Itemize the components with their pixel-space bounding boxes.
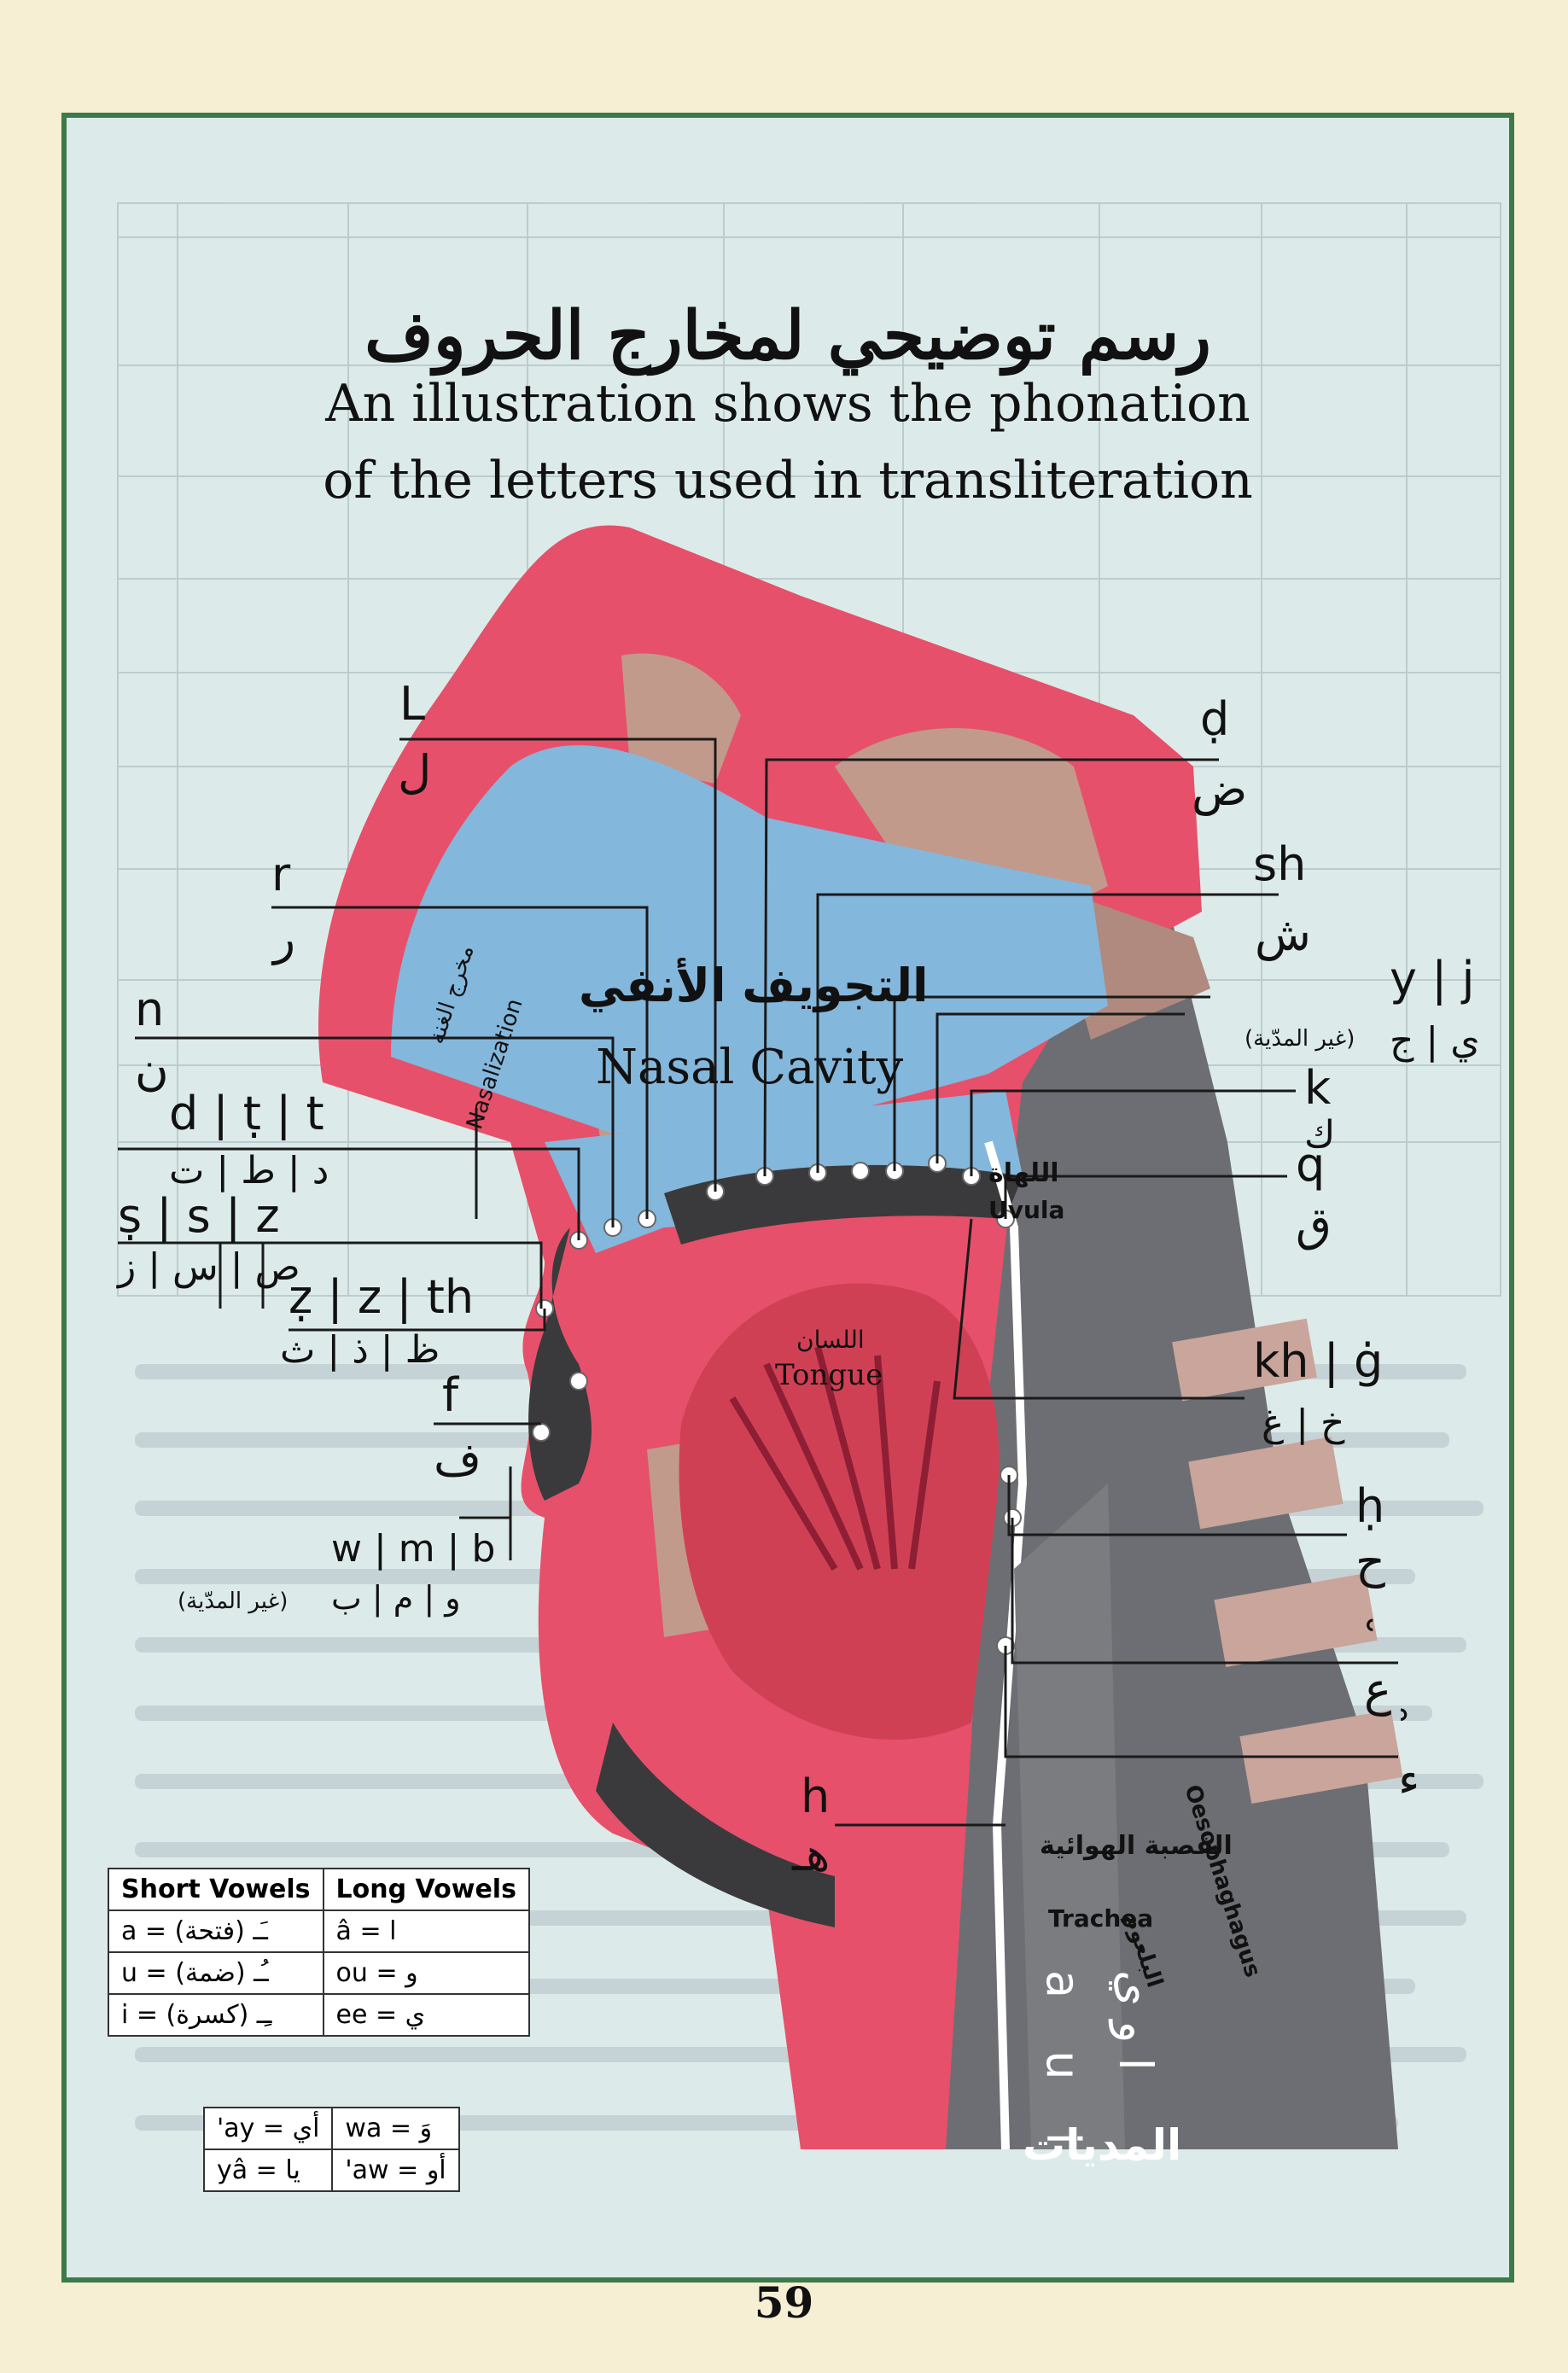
letter-r-latin: r (271, 848, 291, 901)
letters-d-t-t-latin: d | ṭ | t (169, 1087, 324, 1140)
diphthongs-table: 'ay = أي wa = وَ yâ = يا 'aw = أو (202, 2107, 460, 2192)
letter-L-arabic: ل (398, 745, 432, 799)
vowels-table: Short Vowels Long Vowels a = ـَـ (فتحة) … (108, 1868, 530, 2037)
diphthong-wa: wa = وَ (331, 2107, 460, 2150)
letter-sh-arabic: ش (1255, 907, 1311, 961)
long-vowels-header: Long Vowels (322, 1868, 530, 1911)
nasal-cavity-english-label: Nasal Cavity (596, 1040, 904, 1095)
uvula-english-label: Uvula (988, 1196, 1065, 1224)
letters-kh-g-arabic: خ | غ (1262, 1402, 1345, 1445)
letters-z-z-th-arabic: ظ | ذ | ث (280, 1328, 440, 1372)
page-frame: رسم توضيحي لمخارج الحروف An illustration… (61, 113, 1514, 2283)
long-vowel-latin: a u i (1036, 1970, 1090, 2164)
letter-f-latin: f (442, 1368, 459, 1422)
letter-ain-latin: ʿ (1364, 1612, 1379, 1665)
letter-h-dot-arabic: ح (1355, 1535, 1385, 1589)
letter-hamza-latin: ʾ (1398, 1701, 1413, 1755)
nasal-cavity-arabic-label: التجويف الأنفي (579, 959, 929, 1012)
letter-L-latin: L (399, 677, 426, 731)
letter-n-latin: n (135, 982, 165, 1036)
tongue-shape (679, 1283, 1000, 1740)
letter-r-arabic: ر (273, 912, 296, 965)
short-vowel-a: a = ـَـ (فتحة) (108, 1909, 324, 1953)
nasal-cavity-shape (391, 745, 1108, 1134)
letters-s-s-z-latin: ṣ | s | z (118, 1189, 280, 1243)
letters-z-z-th-latin: ẓ | z | th (289, 1270, 475, 1324)
letters-w-m-b-note: (غير المدّية) (178, 1589, 289, 1614)
letter-k-latin: k (1304, 1061, 1332, 1115)
tongue-english-label: Tongue (775, 1358, 883, 1392)
letter-ain-arabic: ع (1364, 1663, 1392, 1717)
letters-y-j-latin: y | j (1390, 952, 1475, 1006)
long-vowel-arabic: ا و ي (1109, 1970, 1163, 2071)
page-number: 59 (754, 2277, 814, 2328)
title-english-line1: An illustration shows the phonation (325, 374, 1250, 434)
long-vowel-ee: ee = ي (322, 1993, 530, 2037)
letters-y-j-arabic: ي | ج (1390, 1019, 1480, 1063)
letter-q-arabic: ق (1296, 1198, 1332, 1251)
short-vowels-header: Short Vowels (108, 1868, 324, 1911)
letter-h-latin: h (801, 1770, 831, 1823)
letters-w-m-b-arabic: و | م | ب (331, 1579, 461, 1617)
title-english-line2: of the letters used in transliteration (323, 451, 1253, 510)
title-arabic: رسم توضيحي لمخارج الحروف (364, 297, 1211, 375)
uvula-arabic-label: اللهاة (988, 1158, 1059, 1188)
letters-s-s-z-arabic: ص | س | ز (118, 1245, 300, 1289)
letter-d-dot-arabic: ض (1192, 762, 1248, 816)
letter-q-latin: q (1296, 1138, 1326, 1192)
long-vowels-arabic-label: المديات (1023, 2120, 1182, 2170)
short-vowel-u: u = ـُـ (ضمة) (108, 1951, 324, 1995)
letter-k-arabic: ك (1304, 1113, 1336, 1157)
letters-kh-g-latin: kh | ġ (1253, 1334, 1384, 1388)
letter-n-arabic: ن (135, 1042, 169, 1096)
diphthong-ay: 'ay = أي (202, 2107, 334, 2150)
long-vowel-ou: ou = و (322, 1951, 530, 1995)
tongue-arabic-label: اللسان (796, 1326, 865, 1354)
diphthong-aw: 'aw = أو (331, 2149, 460, 2192)
letters-y-j-note: (غير المدّية) (1244, 1026, 1355, 1052)
long-vowel-a: â = ا (322, 1909, 530, 1953)
short-vowel-i: i = ـِـ (كسرة) (108, 1993, 324, 2037)
letter-hamza-arabic: ء (1398, 1752, 1420, 1806)
diphthong-ya: yâ = يا (202, 2149, 334, 2192)
letter-f-arabic: ف (434, 1432, 481, 1486)
letters-d-t-t-arabic: د | ط | ت (169, 1149, 329, 1192)
letter-h-arabic: هـ (792, 1828, 831, 1881)
vocal-tract-illustration (118, 525, 1403, 2150)
letter-h-dot-latin: ḥ (1355, 1479, 1385, 1533)
letters-w-m-b-latin: w | m | b (331, 1527, 496, 1571)
letter-sh-latin: sh (1253, 837, 1307, 891)
trachea-arabic-label: القصبة الهوائية (1040, 1831, 1233, 1861)
letter-d-dot-latin: ḍ (1200, 692, 1230, 746)
trachea-english-label: Trachea (1048, 1904, 1154, 1933)
